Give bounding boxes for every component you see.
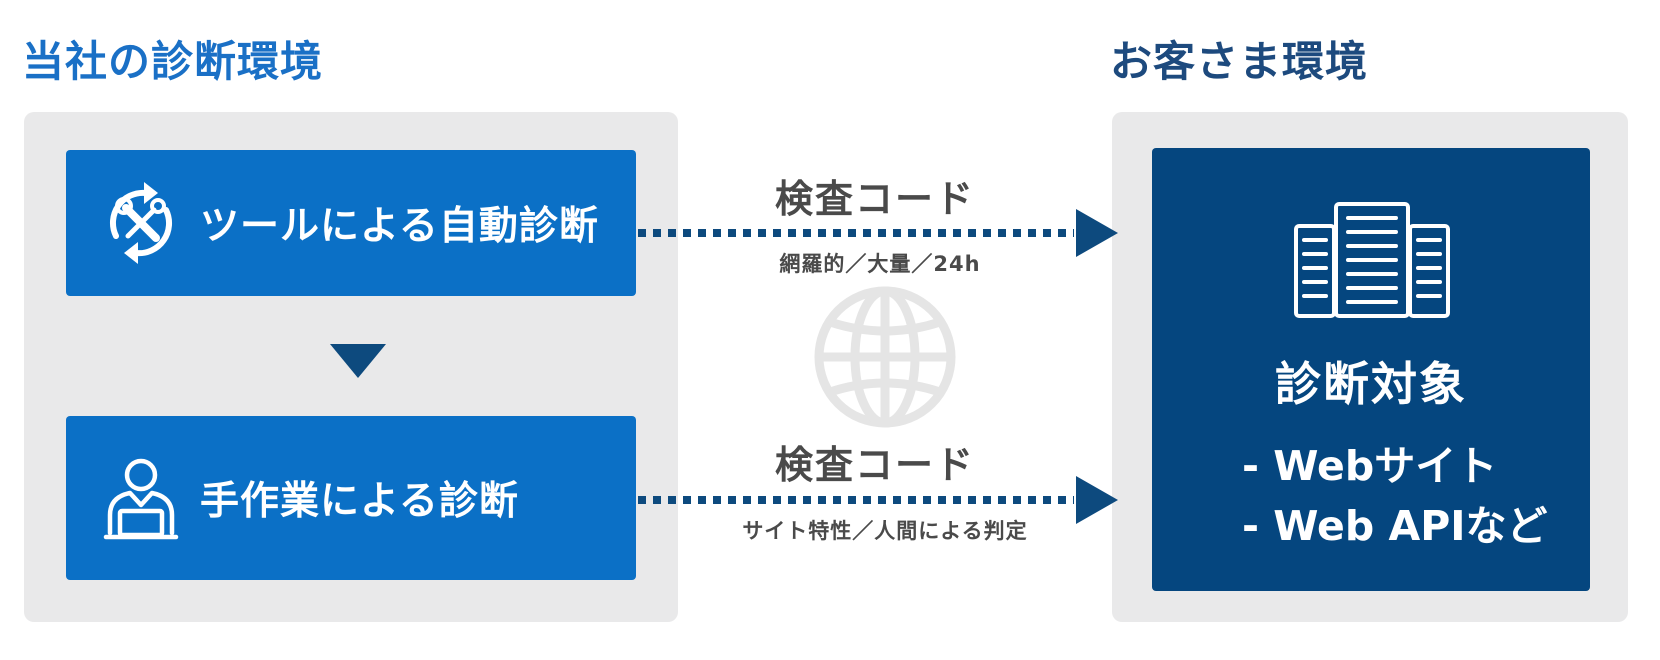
target-item-website: Webサイト xyxy=(1242,436,1548,496)
server-icon xyxy=(1294,202,1450,318)
person-laptop-icon xyxy=(103,458,179,540)
inspection-code-caption-top: 網羅的／大量／24h xyxy=(779,252,981,276)
our-environment-heading: 当社の診断環境 xyxy=(22,37,324,86)
inspection-code-label-top: 検査コード xyxy=(774,177,975,221)
diagnosis-target-box: 診断対象 Webサイト Web APIなど xyxy=(1152,148,1590,591)
target-item-web-api: Web APIなど xyxy=(1242,496,1547,556)
inspection-code-caption-bottom: サイト特性／人間による判定 xyxy=(742,519,1028,543)
manual-diagnosis-box: 手作業による診断 xyxy=(66,416,636,580)
manual-diagnosis-label: 手作業による診断 xyxy=(200,479,519,524)
flow-arrow-down-icon xyxy=(330,344,386,378)
diagnosis-target-list: Webサイト Web APIなど xyxy=(1242,436,1548,556)
globe-icon xyxy=(814,286,956,428)
diagnosis-target-title: 診断対象 xyxy=(1275,357,1467,411)
customer-environment-heading: お客さま環境 xyxy=(1110,37,1369,86)
inspection-code-arrow-bottom xyxy=(638,476,1118,524)
inspection-code-arrow-top xyxy=(638,209,1118,257)
inspection-code-label-bottom: 検査コード xyxy=(774,443,975,487)
automated-diagnosis-label: ツールによる自動診断 xyxy=(200,204,599,249)
automated-diagnosis-box: ツールによる自動診断 xyxy=(66,150,636,296)
tools-cycle-icon xyxy=(109,182,173,264)
